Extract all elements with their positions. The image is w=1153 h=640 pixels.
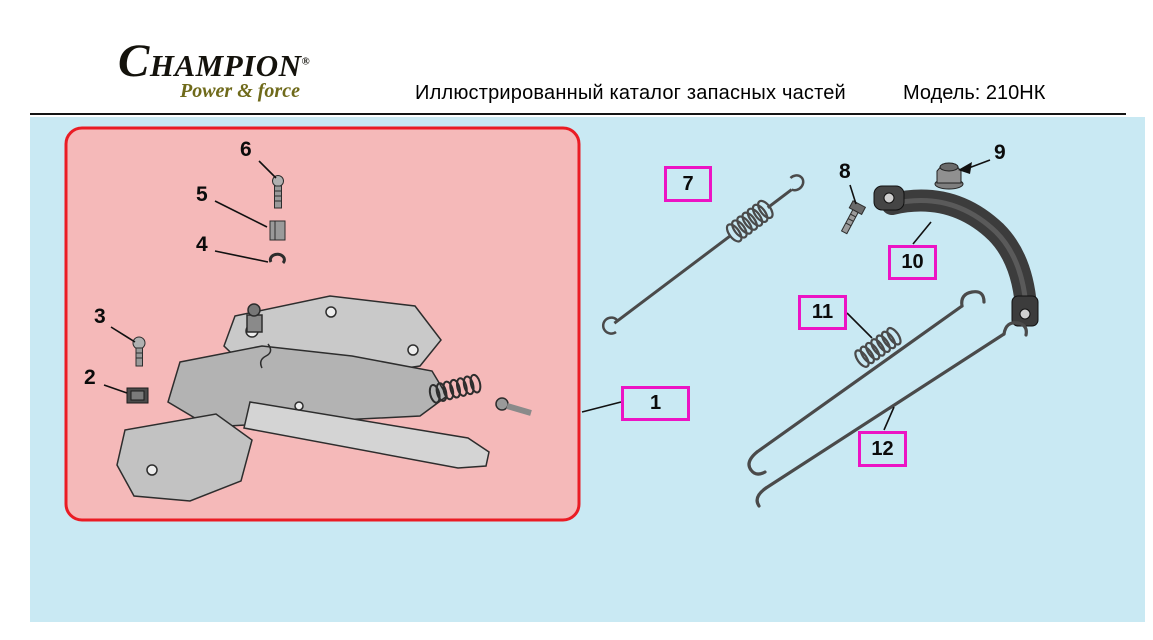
brand-name: CHAMPION [118,35,302,87]
part-callout-5: 5 [196,183,208,206]
part-link-12[interactable]: 12 [858,431,907,467]
part-2-block [126,387,149,404]
header-divider [30,113,1126,115]
part-5-standoff [269,220,286,241]
brand-wordmark: CHAMPION® [118,38,310,85]
part-12-rod-lower [755,321,1028,508]
part-10-bracket [873,185,1039,327]
champion-logo: CHAMPION® Power & force [118,38,310,102]
part-callout-3: 3 [94,305,106,328]
part-callout-2: 2 [84,366,96,389]
part-11-spring [854,326,902,368]
part-link-7[interactable]: 7 [664,166,712,202]
part-link-11[interactable]: 11 [798,295,847,330]
part-link-1[interactable]: 1 [621,386,690,421]
model-label: Модель: 210НК [903,82,1046,104]
part-callout-6: 6 [240,138,252,161]
part-12-rod-upper [747,290,986,476]
part-1-control-assembly [116,295,532,502]
part-callout-4: 4 [196,233,208,256]
part-6-screw [272,175,284,209]
part-9-nut [934,162,964,190]
part-3-screw [132,336,146,367]
part-8-screw [840,200,867,235]
brand-tagline: Power & force [180,80,300,102]
part-7-spring [602,174,805,335]
part-link-10[interactable]: 10 [888,245,937,280]
part-callout-8: 8 [839,160,851,183]
registered-mark: ® [301,55,311,68]
callout-leader-lines [103,159,991,431]
catalog-title: Иллюстрированный каталог запасных частей [415,82,846,104]
part-4-washer [268,252,286,265]
part-callout-9: 9 [994,141,1006,164]
